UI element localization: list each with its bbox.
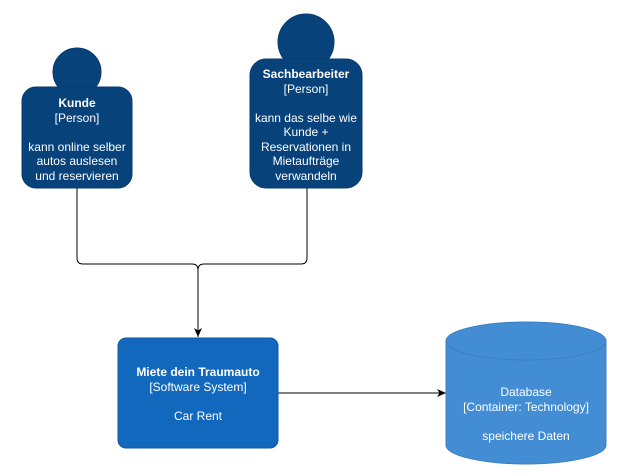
person-kunde-body (21, 86, 133, 189)
person-sachbearbeiter-name: Sachbearbeiter (262, 67, 350, 81)
edge-kunde-to-junction (76, 186, 199, 271)
database-text: Database [Container: Technology] speiche… (446, 385, 606, 443)
person-kunde-text: Kunde [Person] kann online selber autos … (22, 96, 132, 183)
person-sachbearbeiter-description: kann das selbe wie Kunde + Reservationen… (254, 110, 358, 183)
person-kunde-kind: [Person] (54, 110, 100, 125)
person-kunde-description: kann online selber autos auslesen und re… (28, 139, 126, 183)
software-system-text: Miete dein Traumauto [Software System] C… (118, 365, 278, 423)
software-system-kind: [Software System] (149, 379, 247, 394)
edge-sachbearbeiter-to-junction (197, 186, 308, 271)
person-sachbearbeiter[interactable] (249, 13, 363, 189)
person-sachbearbeiter-kind: [Person] (283, 81, 329, 96)
person-kunde-name: Kunde (58, 96, 96, 110)
software-system-box[interactable] (117, 337, 279, 449)
database-name: Database (500, 385, 552, 399)
person-sachbearbeiter-text: Sachbearbeiter [Person] kann das selbe w… (250, 67, 362, 183)
software-system-description: Car Rent (173, 408, 223, 423)
database-cylinder[interactable] (445, 321, 607, 465)
software-system-name: Miete dein Traumauto (136, 365, 260, 379)
database-cylinder-body (445, 340, 607, 465)
database-description: speichere Daten (482, 428, 570, 443)
person-kunde[interactable] (21, 47, 133, 189)
person-sachbearbeiter-body (249, 58, 363, 189)
database-kind: [Container: Technology] (463, 399, 589, 414)
database-cylinder-top (445, 321, 607, 361)
